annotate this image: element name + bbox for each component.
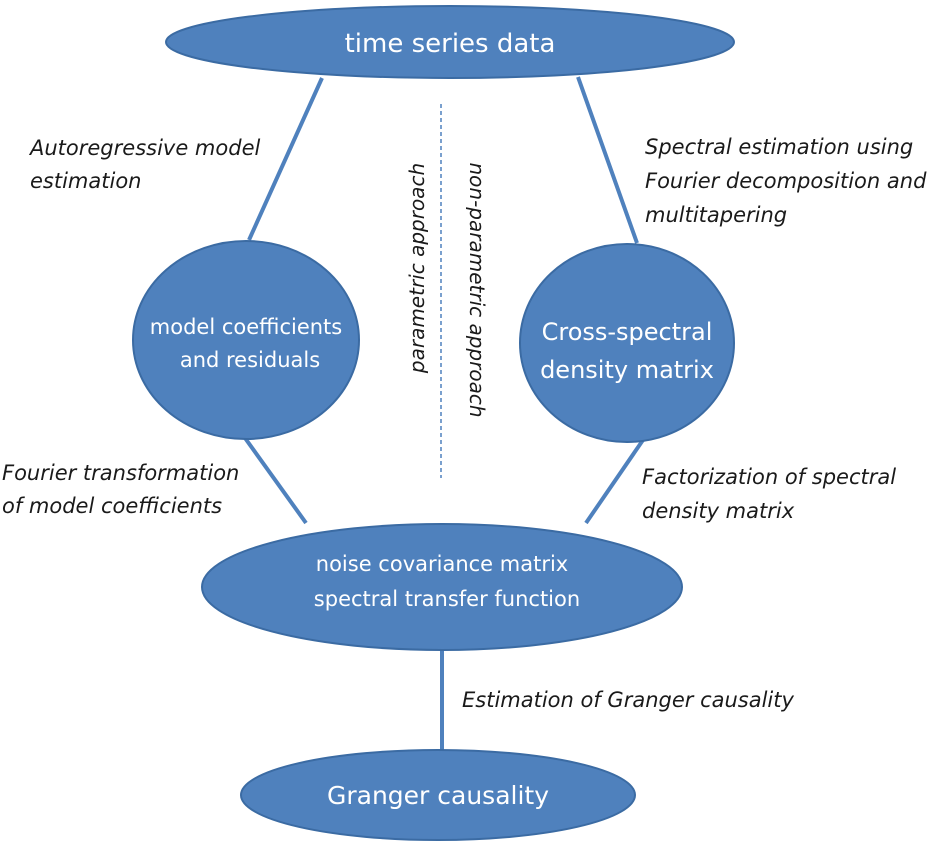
node-model-coefficients-shape [132, 240, 360, 440]
edge-model-coefficients-to-noise-covariance [243, 436, 308, 525]
label-spectral-estimation-line-3: multitapering [645, 203, 787, 227]
node-noise-covariance: noise covariance matrix spectral transfe… [201, 523, 683, 651]
edge-cross-spectral-to-noise-covariance [584, 438, 645, 525]
node-cross-spectral-line-1: Cross-spectral [542, 318, 713, 346]
label-autoregressive-line-1: Autoregressive model [28, 136, 260, 160]
label-fourier-transformation: Fourier transformation of model coeffici… [2, 461, 239, 518]
label-spectral-estimation-line-2: Fourier decomposition and [645, 169, 927, 193]
node-time-series-shape [165, 5, 735, 79]
label-fourier-transformation-line-2: of model coefficients [2, 494, 222, 518]
edge-time-series-to-cross-spectral [576, 76, 639, 244]
label-fourier-transformation-line-1: Fourier transformation [2, 461, 239, 485]
node-granger-label: Granger causality [327, 781, 549, 810]
label-factorization: Factorization of spectral density matrix [642, 465, 896, 523]
node-granger-causality: Granger causality [240, 749, 636, 841]
label-factorization-line-2: density matrix [642, 499, 795, 523]
node-noise-covariance-shape [201, 523, 683, 651]
node-noise-covariance-line-2: spectral transfer function [314, 587, 580, 611]
node-cross-spectral-shape [519, 243, 735, 443]
node-granger-shape [240, 749, 636, 841]
node-noise-covariance-line-1: noise covariance matrix [316, 552, 568, 576]
node-time-series-label: time series data [345, 29, 556, 59]
edge-time-series-to-model-coefficients [247, 77, 324, 241]
node-model-coefficients: model coefficients and residuals [132, 240, 360, 440]
node-time-series-data: time series data [165, 5, 735, 79]
label-autoregressive: Autoregressive model estimation [28, 136, 260, 193]
node-model-coefficients-line-1: model coefficients [150, 315, 342, 339]
label-granger-estimation: Estimation of Granger causality [462, 688, 795, 712]
node-model-coefficients-line-2: and residuals [180, 348, 320, 372]
label-parametric-approach: parametric approach [405, 163, 429, 374]
label-spectral-estimation: Spectral estimation using Fourier decomp… [645, 135, 927, 227]
label-factorization-line-1: Factorization of spectral [642, 465, 896, 489]
label-non-parametric-approach: non-parametric approach [465, 162, 489, 417]
label-spectral-estimation-line-1: Spectral estimation using [645, 135, 913, 159]
label-autoregressive-line-2: estimation [30, 169, 141, 193]
node-cross-spectral-line-2: density matrix [540, 356, 714, 384]
node-cross-spectral: Cross-spectral density matrix [519, 243, 735, 443]
